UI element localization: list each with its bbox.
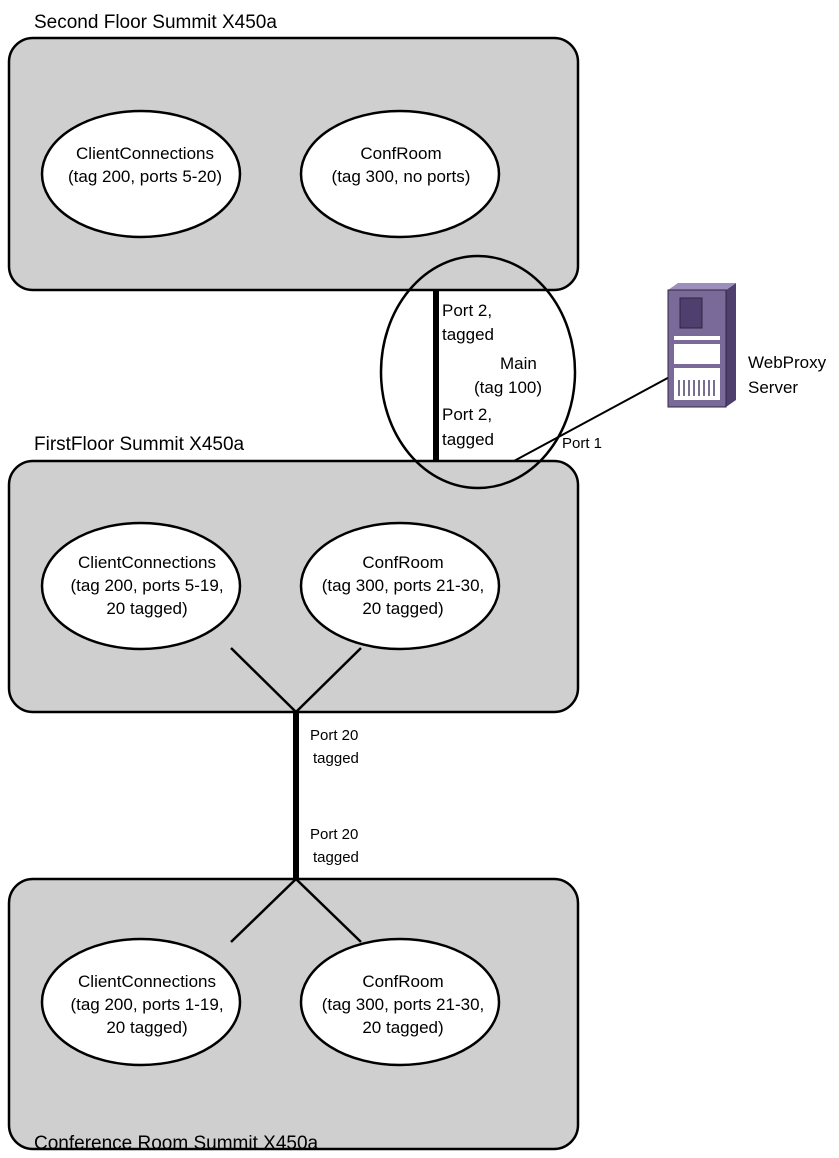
vlan-main	[379, 254, 577, 490]
server-label: WebProxy	[748, 353, 827, 372]
vlan-clientconnections-second-floor	[40, 109, 242, 239]
vlan-confroom-first-floor	[299, 521, 501, 651]
vlan-detail: (tag 300, ports 21-30,	[322, 576, 485, 595]
server-icon	[667, 283, 736, 408]
first-floor-branch-right	[295, 647, 362, 713]
vlan-detail: (tag 300, no ports)	[332, 167, 471, 186]
vlan-clientconnections-conference-room	[40, 937, 242, 1067]
trunk-lower-port-label: Port 20	[310, 826, 358, 843]
main-lower-port-label: Port 2,	[442, 405, 492, 424]
vlan-name: ClientConnections	[76, 144, 214, 163]
main-upper-port-label: Port 2,	[442, 301, 492, 320]
server-label: Server	[748, 378, 798, 397]
vlan-detail: (tag 200, ports 1-19,	[70, 995, 223, 1014]
vlan-name: ClientConnections	[78, 972, 216, 991]
vlan-name: ClientConnections	[78, 553, 216, 572]
vlan-name: ConfRoom	[360, 144, 441, 163]
vlan-detail: 20 tagged)	[106, 1018, 187, 1037]
vlan-confroom-second-floor	[299, 109, 501, 239]
switch-title-first-floor: FirstFloor Summit X450a	[34, 434, 245, 455]
trunk-lower-port-label: tagged	[313, 849, 359, 866]
main-lower-port-label: tagged	[442, 430, 494, 449]
server-port-label: Port 1	[562, 435, 602, 452]
vlan-detail: (tag 200, ports 5-19,	[70, 576, 223, 595]
trunk-upper-port-label: Port 20	[310, 727, 358, 744]
vlan-detail: 20 tagged)	[106, 599, 187, 618]
switch-title-second-floor: Second Floor Summit X450a	[34, 12, 277, 33]
vlan-detail: 20 tagged)	[362, 1018, 443, 1037]
vlan-confroom-conference-room	[299, 937, 501, 1067]
vlan-name: ConfRoom	[362, 553, 443, 572]
vlan-detail: 20 tagged)	[362, 599, 443, 618]
trunk-upper-port-label: tagged	[313, 750, 359, 767]
switch-title-conference-room: Conference Room Summit X450a	[34, 1133, 319, 1154]
main-vlan-tag: (tag 100)	[474, 378, 542, 397]
first-floor-branch-left	[230, 647, 297, 713]
vlan-name: ConfRoom	[362, 972, 443, 991]
vlan-detail: (tag 300, ports 21-30,	[322, 995, 485, 1014]
conference-branch-right	[295, 878, 362, 943]
vlan-detail: (tag 200, ports 5-20)	[68, 167, 222, 186]
main-upper-port-label: tagged	[442, 325, 494, 344]
main-vlan-name: Main	[500, 354, 537, 373]
vlan-clientconnections-first-floor	[40, 521, 242, 651]
conference-branch-left	[230, 878, 297, 943]
